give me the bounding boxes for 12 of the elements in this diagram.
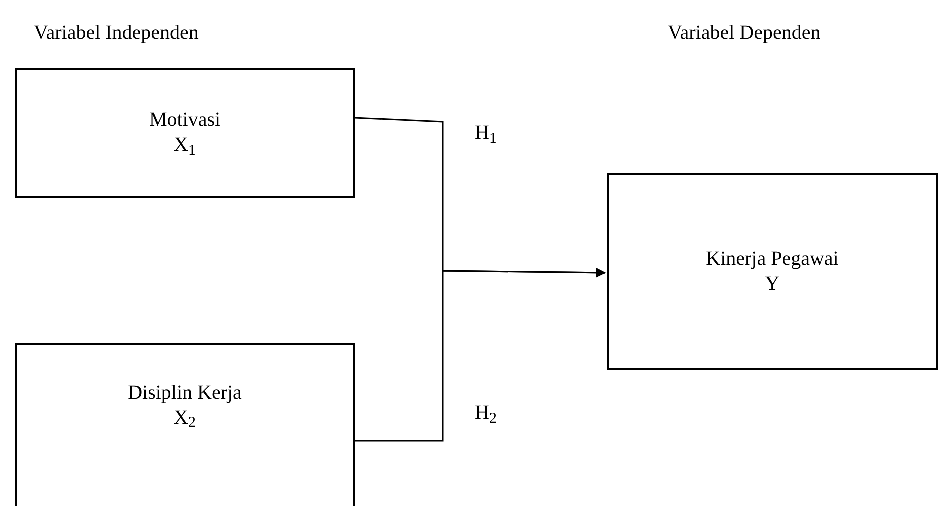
box-text: Motivasi (149, 108, 221, 133)
box-text: Kinerja Pegawai (706, 246, 839, 272)
box-text: Disiplin Kerja (128, 380, 242, 406)
heading-label: Variabel Independen (34, 21, 199, 46)
box-text: X$_{1}$ (174, 133, 196, 158)
box-text: X$_{2}$ (174, 406, 196, 430)
box-text: Y (765, 272, 780, 296)
variable-box (15, 68, 355, 198)
variable-box (15, 343, 355, 506)
variable-box (607, 173, 938, 370)
connector-arrow (355, 268, 606, 442)
heading-label: Variabel Dependen (668, 21, 821, 46)
